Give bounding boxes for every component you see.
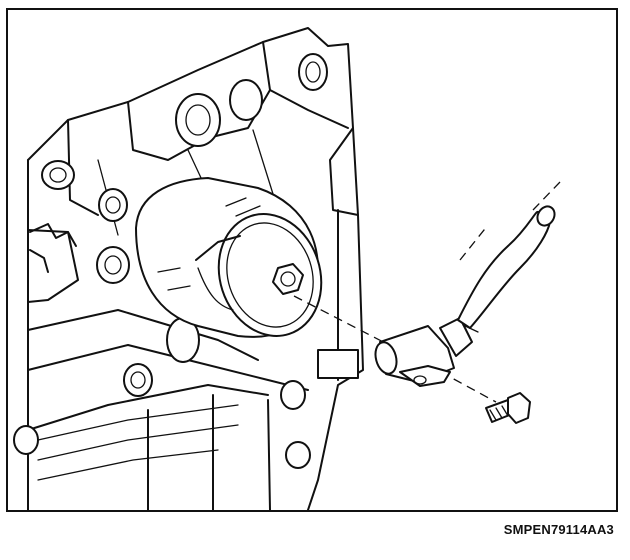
engine-block — [13, 27, 364, 510]
figure-caption: SMPEN79114AA3 — [503, 522, 614, 537]
sensor-assembly — [293, 181, 561, 424]
diagram-frame — [6, 8, 618, 512]
engine-sensor-illustration — [13, 27, 561, 510]
oil-filter — [135, 177, 323, 338]
